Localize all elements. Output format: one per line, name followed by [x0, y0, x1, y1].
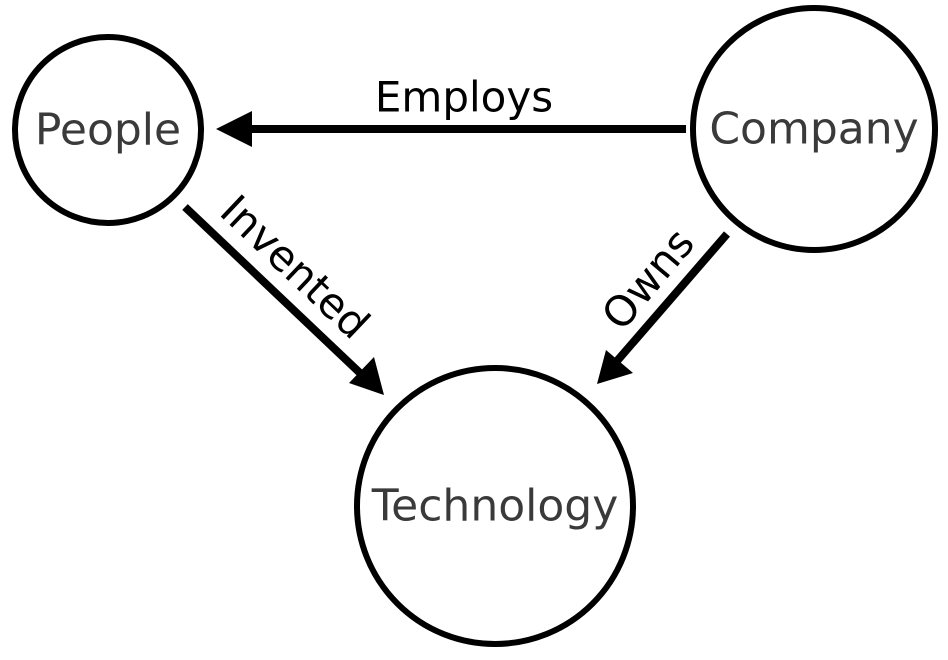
edge-employs-arrowhead [216, 111, 252, 147]
node-company: Company [690, 5, 938, 253]
edge-employs-label: Employs [375, 73, 553, 122]
edge-owns-arrowhead [597, 350, 633, 384]
edge-owns: Owns [592, 219, 731, 384]
edge-invented-label: Invented [211, 185, 379, 348]
edge-owns-line [613, 231, 731, 364]
edge-invented-arrowhead [349, 357, 384, 395]
node-company-circle [690, 5, 938, 253]
node-technology: Technology [354, 365, 636, 647]
node-technology-label: Technology [371, 481, 618, 532]
edge-invented-line [182, 204, 363, 376]
node-company-label: Company [709, 104, 918, 155]
node-people-label: People [35, 105, 181, 156]
node-technology-circle [354, 365, 636, 647]
edge-employs: Employs [216, 73, 686, 147]
node-people-circle [12, 34, 204, 226]
node-people: People [12, 34, 204, 226]
edge-invented: Invented [182, 185, 384, 395]
